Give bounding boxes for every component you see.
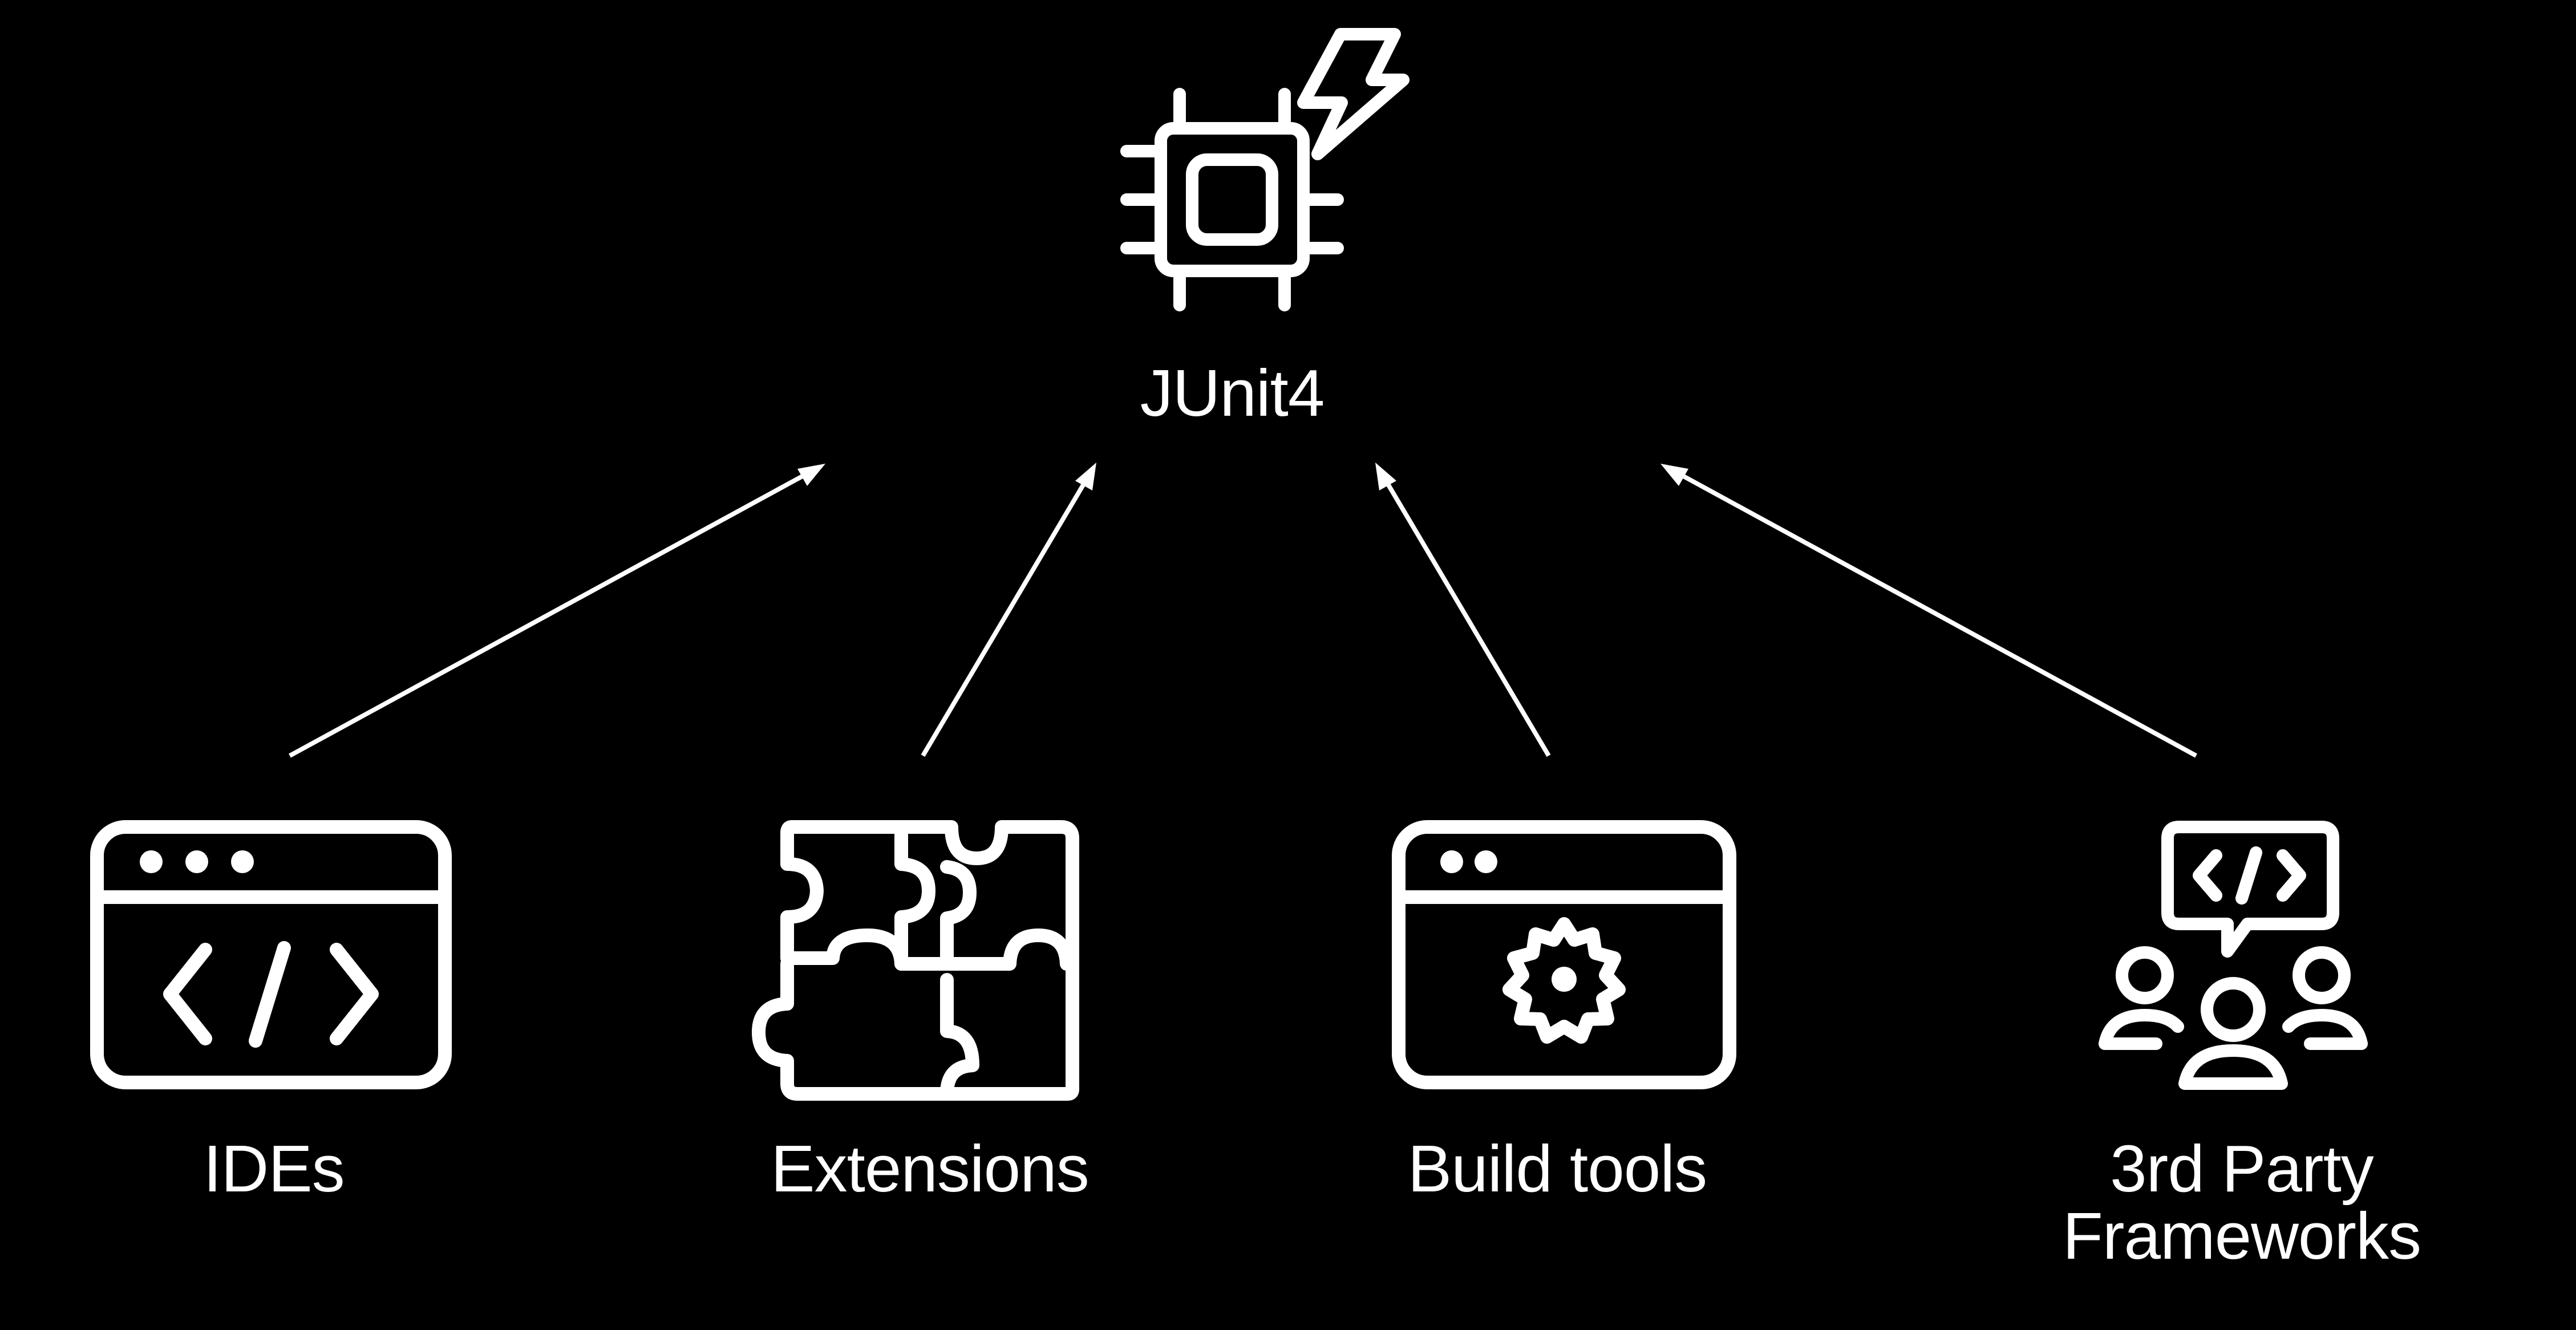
junit4-label: JUnit4 [1140,356,1325,430]
third-party-label-line2: Frameworks [2062,1199,2421,1273]
build-tools-label: Build tools [1407,1132,1707,1206]
arrow-extensions-to-junit [921,463,1096,757]
puzzle-icon [752,820,1079,1101]
arrows [289,463,2197,758]
window-gear-icon [1392,820,1736,1089]
arrow-thirdparty-to-junit [1660,464,2197,758]
third-party-frameworks-label: 3rd Party Frameworks [1985,1135,2498,1270]
third-party-label-line1: 3rd Party [2110,1132,2374,1206]
arrow-buildtools-to-junit [1375,463,1551,757]
chip-lightning-icon [1120,28,1409,311]
extensions-label: Extensions [771,1132,1089,1206]
window-gear-dots [1440,850,1577,992]
arrow-ides-to-junit [289,464,825,758]
ides-label: IDEs [203,1132,345,1206]
people-code-bubble-icon [2099,821,2368,1090]
code-window-dots [140,850,254,873]
code-window-icon [90,820,452,1089]
